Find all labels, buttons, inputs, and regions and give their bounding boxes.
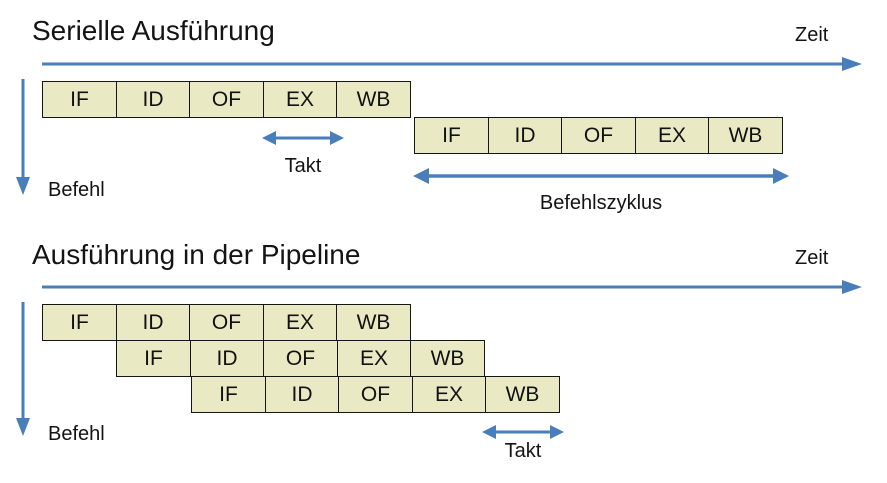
stage-cell-id: ID [264, 376, 340, 413]
stage-cell-of: OF [263, 340, 338, 377]
pipeline-time-label: Zeit [795, 247, 829, 269]
pipeline-instruction-row-1: IF ID OF EX WB [42, 304, 411, 341]
serial-time-arrow-icon [42, 57, 862, 71]
pipeline-time-arrow-icon [42, 280, 862, 294]
serial-instruction-row-2: IF ID OF EX WB [414, 117, 783, 154]
pipeline-section-title: Ausführung in der Pipeline [32, 239, 361, 270]
stage-cell-ex: EX [262, 304, 338, 341]
pipeline-takt-label: Takt [504, 440, 542, 462]
stage-cell-wb: WB [336, 304, 411, 341]
stage-cell-id: ID [115, 304, 191, 341]
serial-cycle-label: Befehlszyklus [539, 192, 663, 214]
stage-cell-ex: EX [411, 376, 487, 413]
serial-instruction-row-1: IF ID OF EX WB [42, 81, 411, 118]
serial-takt-label: Takt [284, 155, 322, 177]
stage-cell-if: IF [42, 304, 117, 341]
pipeline-instruction-row-2: IF ID OF EX WB [116, 340, 485, 377]
stage-cell-id: ID [115, 81, 191, 118]
serial-time-label: Zeit [795, 24, 829, 46]
stage-cell-of: OF [189, 81, 264, 118]
stage-cell-ex: EX [262, 81, 338, 118]
stage-cell-if: IF [116, 340, 191, 377]
stage-cell-id: ID [487, 117, 563, 154]
pipeline-takt-range-arrow-icon [482, 425, 564, 439]
stage-cell-wb: WB [708, 117, 783, 154]
stage-cell-if: IF [42, 81, 117, 118]
stage-cell-if: IF [191, 376, 266, 413]
pipeline-instruction-arrow-icon [16, 302, 30, 436]
stage-cell-if: IF [414, 117, 489, 154]
stage-cell-of: OF [189, 304, 264, 341]
serial-takt-range-arrow-icon [262, 131, 344, 145]
pipeline-instruction-row-3: IF ID OF EX WB [191, 376, 560, 413]
stage-cell-ex: EX [336, 340, 412, 377]
stage-cell-ex: EX [634, 117, 710, 154]
stage-cell-of: OF [561, 117, 636, 154]
stage-cell-wb: WB [336, 81, 411, 118]
stage-cell-of: OF [338, 376, 413, 413]
serial-instruction-arrow-icon [16, 79, 30, 195]
serial-instruction-label: Befehl [48, 179, 105, 201]
stage-cell-wb: WB [485, 376, 560, 413]
stage-cell-id: ID [189, 340, 265, 377]
pipeline-instruction-label: Befehl [48, 423, 105, 445]
serial-section-title: Serielle Ausführung [32, 15, 275, 46]
serial-cycle-range-arrow-icon [413, 168, 789, 184]
stage-cell-wb: WB [410, 340, 485, 377]
